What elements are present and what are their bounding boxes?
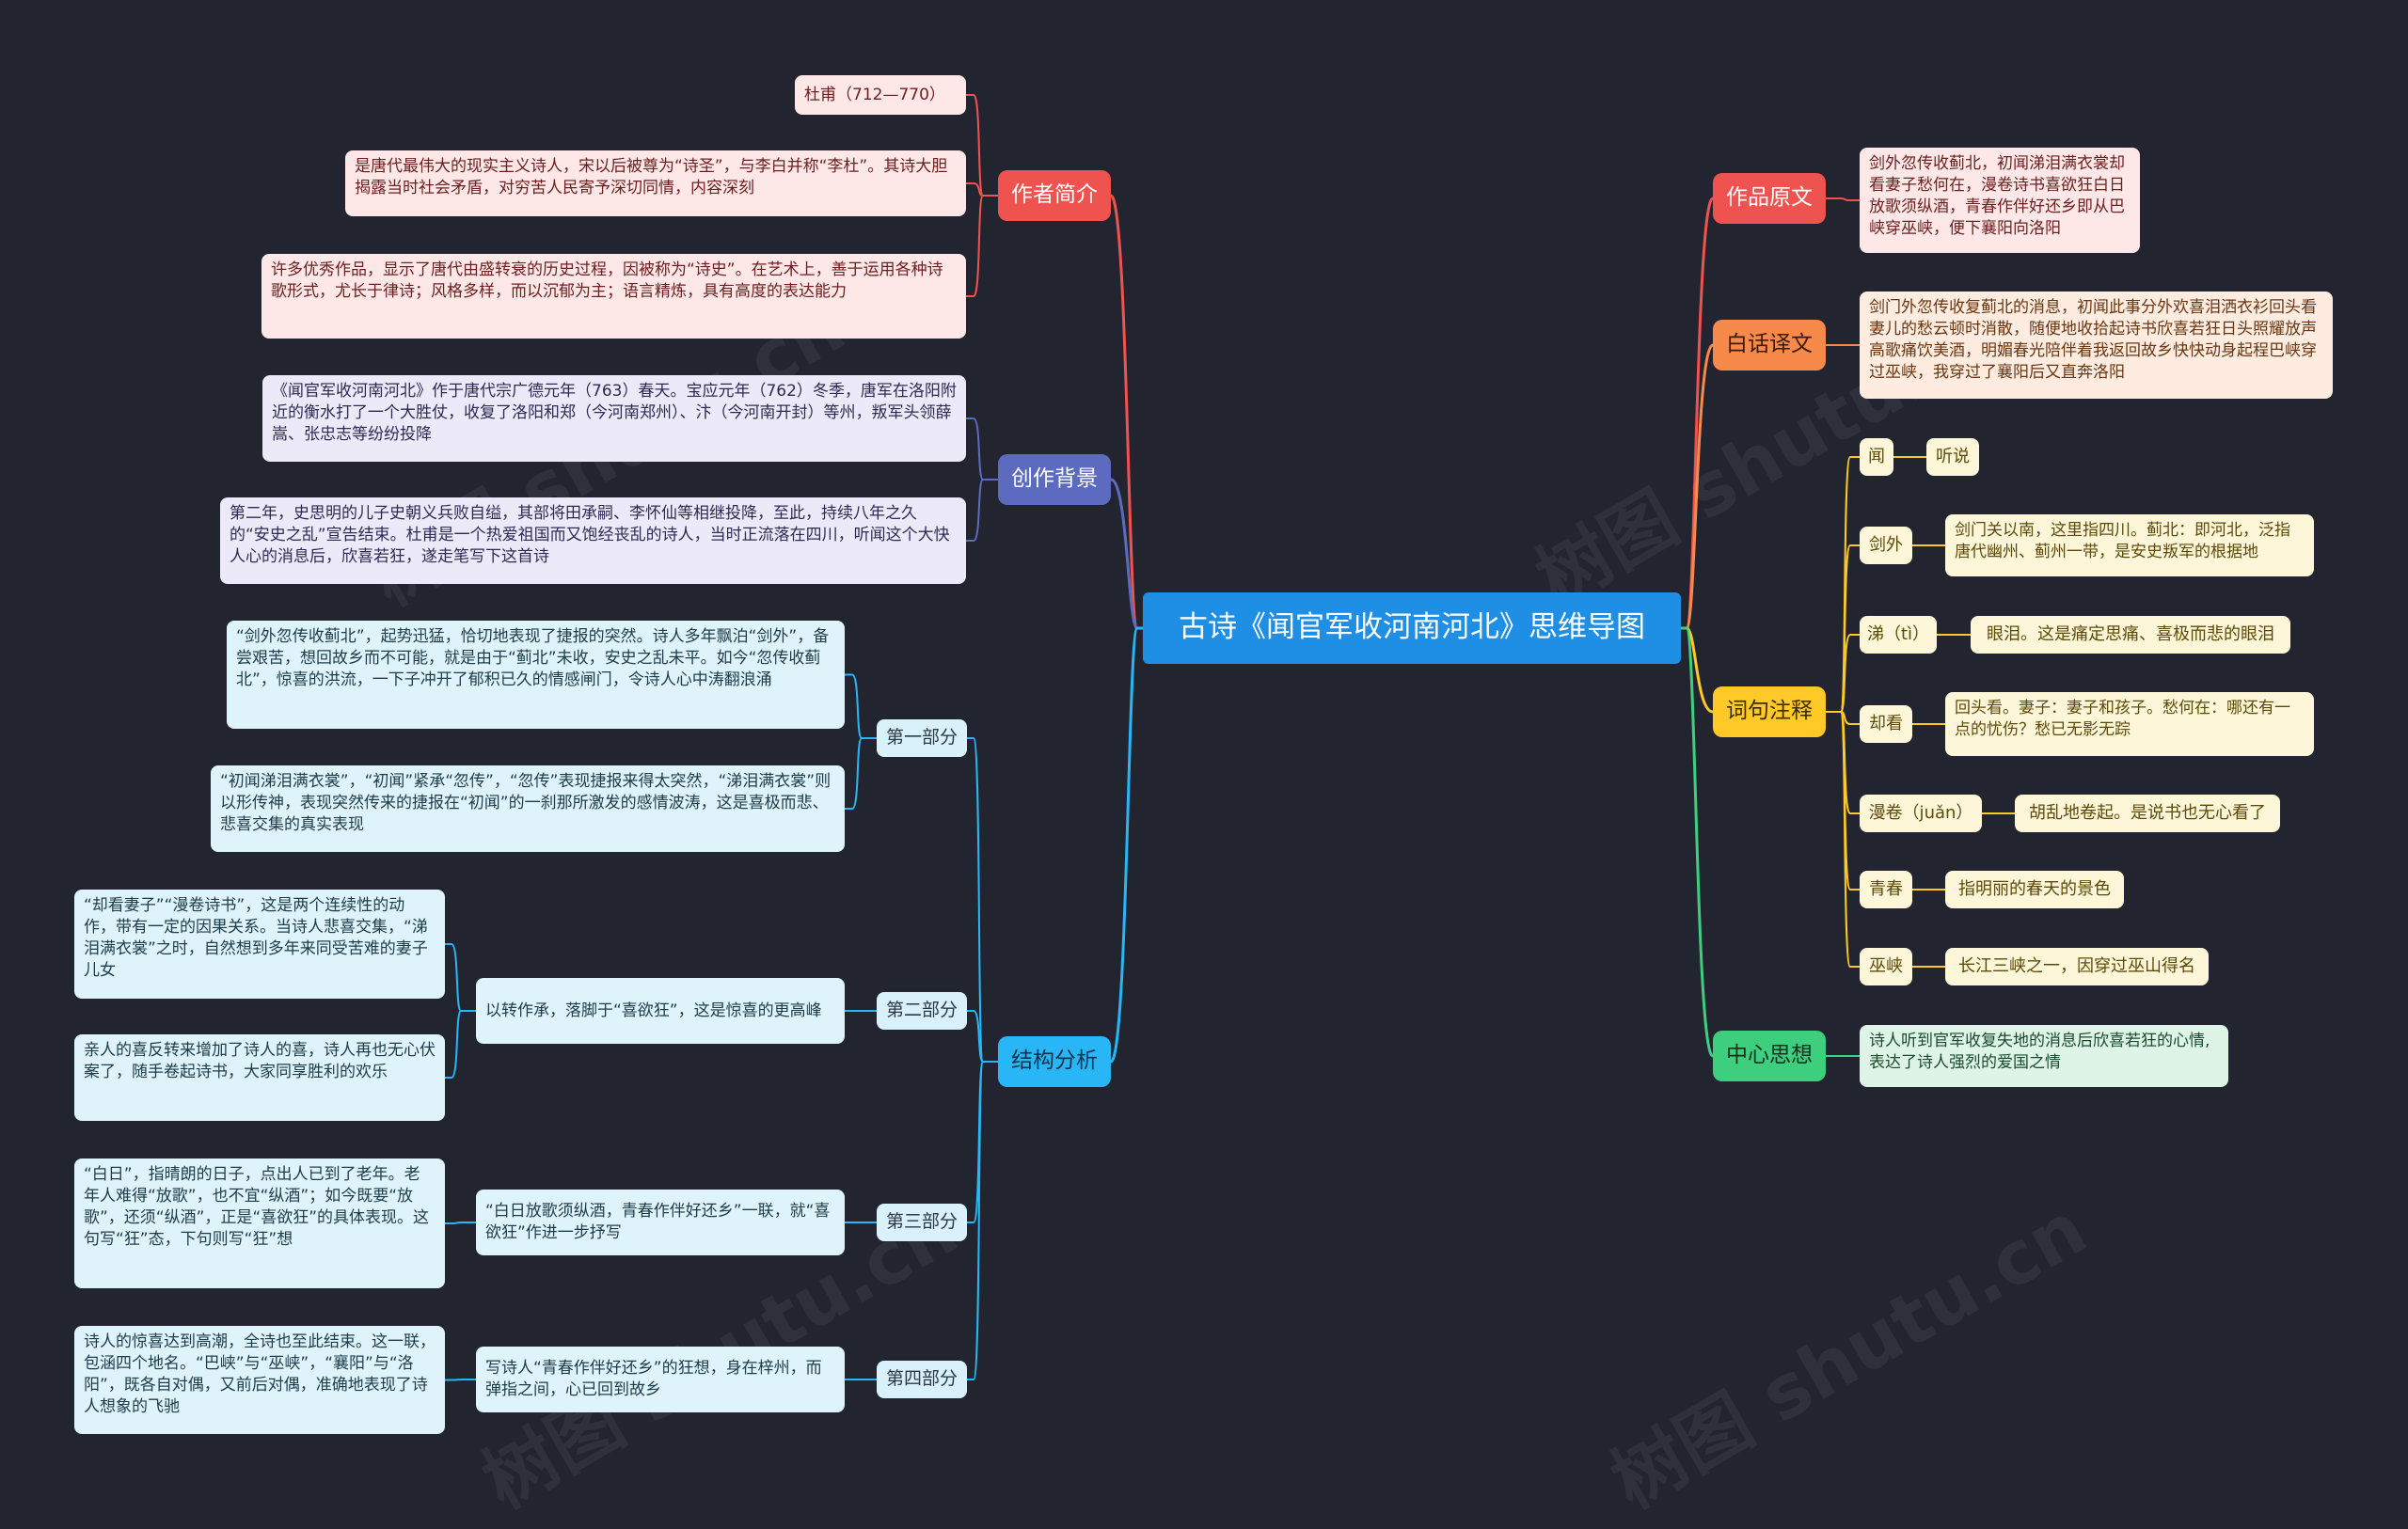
root-connector xyxy=(1681,626,1714,714)
branch-structure[interactable]: 结构分析 xyxy=(998,1036,1111,1087)
notes-connector xyxy=(1826,711,1860,814)
root-topic[interactable]: 古诗《闻官军收河南河北》思维导图 xyxy=(1143,592,1681,664)
branch-author[interactable]: 作者简介 xyxy=(998,170,1111,221)
translation-text[interactable]: 剑门外忽传收复蓟北的消息，初闻此事分外欢喜泪洒衣衫回头看妻儿的愁云顿时消散，随便… xyxy=(1860,292,2333,399)
author-connector xyxy=(966,195,998,297)
background-leaf[interactable]: 第二年，史思明的儿子史朝义兵败自缢，其部将田承嗣、李怀仙等相继投降，至此，持续八… xyxy=(220,497,966,584)
root-connector xyxy=(1681,626,1715,1058)
author-leaf[interactable]: 许多优秀作品，显示了唐代由盛转衰的历史过程，因被称为“诗史”。在艺术上，善于运用… xyxy=(261,254,966,339)
note-term[interactable]: 涕（tì） xyxy=(1860,616,1937,654)
note-definition[interactable]: 听说 xyxy=(1926,438,1979,476)
notes-connector xyxy=(1826,711,1860,725)
structure-leaf[interactable]: “初闻涕泪满衣裳”，“初闻”紧承“忽传”，“忽传”表现捷报来得太突然，“涕泪满衣… xyxy=(211,765,845,852)
author-leaf[interactable]: 杜甫（712—770） xyxy=(795,75,966,115)
original-text[interactable]: 剑外忽传收蓟北，初闻涕泪满衣裳却看妻子愁何在，漫卷诗书喜欲狂白日放歌须纵酒，青春… xyxy=(1860,148,2140,253)
author-connector xyxy=(966,182,998,197)
structure-part-2[interactable]: 第二部分 xyxy=(877,992,967,1030)
branch-theme[interactable]: 中心思想 xyxy=(1713,1031,1826,1081)
structure-mid[interactable]: 以转作承，落脚于“喜欲狂”，这是惊喜的更高峰 xyxy=(476,978,845,1044)
author-connector xyxy=(966,94,998,197)
note-term[interactable]: 巫峡 xyxy=(1860,948,1912,985)
structure-connector xyxy=(967,1061,998,1380)
background-connector xyxy=(966,418,998,481)
branch-background[interactable]: 创作背景 xyxy=(998,454,1111,505)
structure-leaf[interactable]: “剑外忽传收蓟北”，起势迅猛，恰切地表现了捷报的突然。诗人多年飘泊“剑外”，备尝… xyxy=(227,621,845,729)
structure-leaf[interactable]: 亲人的喜反转来增加了诗人的喜，诗人再也无心伏案了，随手卷起诗书，大家同享胜利的欢… xyxy=(74,1034,445,1121)
notes-connector xyxy=(1826,711,1860,891)
structure-connector xyxy=(967,1010,998,1063)
structure-mid[interactable]: “白日放歌须纵酒，青春作伴好还乡”一联，就“喜欲狂”作进一步抒写 xyxy=(476,1190,845,1255)
note-term[interactable]: 却看 xyxy=(1860,705,1912,743)
root-connector xyxy=(1110,478,1143,630)
note-term[interactable]: 漫卷（juǎn） xyxy=(1860,795,1982,832)
part-connector xyxy=(445,943,476,1012)
notes-connector xyxy=(1826,634,1860,713)
root-connector xyxy=(1109,626,1143,1064)
structure-part-3[interactable]: 第三部分 xyxy=(877,1204,967,1241)
note-definition[interactable]: 长江三峡之一，因穿过巫山得名 xyxy=(1945,948,2209,985)
branch-notes[interactable]: 词句注释 xyxy=(1713,686,1826,737)
background-leaf[interactable]: 《闻官军收河南河北》作于唐代宗广德元年（763）春天。宝应元年（762）冬季，唐… xyxy=(262,375,966,462)
structure-connector xyxy=(967,1061,998,1223)
note-definition[interactable]: 指明丽的春天的景色 xyxy=(1945,871,2124,908)
part-connector xyxy=(445,1010,476,1079)
structure-mid[interactable]: 写诗人“青春作伴好还乡”的狂想，身在梓州，而弹指之间，心已回到故乡 xyxy=(476,1347,845,1412)
root-connector xyxy=(1681,197,1715,630)
note-term[interactable]: 剑外 xyxy=(1860,527,1912,564)
structure-connector xyxy=(967,737,998,1063)
part-connector xyxy=(445,1379,476,1381)
branch-original[interactable]: 作品原文 xyxy=(1713,173,1826,224)
part-connector xyxy=(845,673,877,739)
branch-translation[interactable]: 白话译文 xyxy=(1713,320,1826,370)
part-connector xyxy=(845,737,877,810)
note-definition[interactable]: 胡乱地卷起。是说书也无心看了 xyxy=(2015,795,2280,832)
structure-leaf[interactable]: 诗人的惊喜达到高潮，全诗也至此结束。这一联，包涵四个地名。“巴峡”与“巫峡”，“… xyxy=(74,1326,445,1434)
part-connector xyxy=(445,1222,476,1224)
notes-connector xyxy=(1826,544,1860,713)
note-definition[interactable]: 眼泪。这是痛定思痛、喜极而悲的眼泪 xyxy=(1971,616,2290,654)
structure-part-4[interactable]: 第四部分 xyxy=(877,1361,967,1398)
note-term[interactable]: 青春 xyxy=(1860,871,1912,908)
note-term[interactable]: 闻 xyxy=(1860,438,1893,476)
notes-connector xyxy=(1826,711,1860,968)
notes-connector xyxy=(1826,456,1860,713)
original-connector xyxy=(1826,197,1860,201)
background-connector xyxy=(966,479,998,542)
note-definition[interactable]: 回头看。妻子：妻子和孩子。愁何在：哪还有一点的忧伤？愁已无影无踪 xyxy=(1945,692,2314,756)
author-leaf[interactable]: 是唐代最伟大的现实主义诗人，宋以后被尊为“诗圣”，与李白并称“李杜”。其诗大胆揭… xyxy=(345,150,966,216)
structure-leaf[interactable]: “白日”，指晴朗的日子，点出人已到了老年。老年人难得“放歌”，也不宜“纵酒”；如… xyxy=(74,1159,445,1288)
structure-leaf[interactable]: “却看妻子”“漫卷诗书”，这是两个连续性的动作，带有一定的因果关系。当诗人悲喜交… xyxy=(74,890,445,999)
theme-text[interactable]: 诗人听到官军收复失地的消息后欣喜若狂的心情,表达了诗人强烈的爱国之情 xyxy=(1860,1025,2228,1087)
root-connector xyxy=(1109,194,1143,630)
note-definition[interactable]: 剑门关以南，这里指四川。蓟北：即河北，泛指唐代幽州、蓟州一带，是安史叛军的根据地 xyxy=(1945,514,2314,576)
structure-part-1[interactable]: 第一部分 xyxy=(877,719,967,757)
watermark: 树图 shutu.cn xyxy=(1597,1186,2101,1526)
